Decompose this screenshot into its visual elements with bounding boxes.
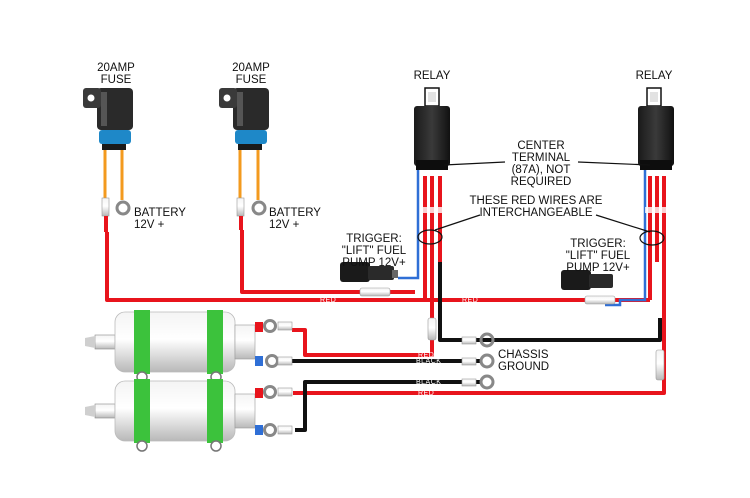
chassis-ground-label: CHASSIS GROUND [498,349,550,373]
trigger-connector-1 [340,262,398,282]
wire-relay1-to-pump1 [292,176,434,357]
relay-2-label: RELAY [635,70,673,82]
trigger-1-label: TRIGGER: "LIFT" FUEL PUMP 12V+ [341,233,407,269]
fuse-2-label: 20AMP FUSE [232,62,270,86]
trigger-wires [398,170,647,307]
fuse-terminals [101,197,267,232]
battery-2-label: BATTERY 12V + [269,207,321,231]
wire-relay1-ground [438,262,662,342]
wire-tag-black-pump-1: BLACK [416,358,442,365]
relay-1-label: RELAY [413,70,451,82]
wire-tag-black-pump-2: BLACK [416,379,442,386]
wire-tag-red-pump-1: RED [418,352,435,359]
interchangeable-label: THESE RED WIRES ARE INTERCHANGEABLE [469,195,603,219]
red-wires [105,176,666,395]
trigger-2-label: TRIGGER: "LIFT" FUEL PUMP 12V+ [565,238,631,274]
fuse-pigtails [103,148,260,200]
wire-pump2-ground [295,380,480,432]
callout-lines [417,161,665,246]
fuse-holder-1 [83,88,133,150]
trigger-connector-2 [561,270,613,290]
wire-fuse1-to-bus [105,232,425,302]
relay-wire-tags [421,207,669,213]
fuse-holder-2 [219,88,269,150]
fuel-pump-2 [85,379,263,452]
wire-relay2-to-pump2 [293,176,666,395]
fuel-pump-1 [85,310,263,383]
pump-ring-terminals [263,319,279,437]
ground-ring-terminals [461,332,495,390]
wire-fuse2-to-relay1 [240,230,415,294]
center-terminal-label: CENTER TERMINAL (87A), NOT REQUIRED [510,140,572,188]
battery-1-label: BATTERY 12V + [134,207,186,231]
pump-crimps [277,321,293,435]
wire-tag-red-pump-2: RED [418,390,435,397]
black-wires [290,262,662,432]
wire-tag-red-bus-1: RED [320,297,337,304]
fuse-1-label: 20AMP FUSE [97,62,135,86]
wire-tag-red-bus-2: RED [462,297,479,304]
relay-2 [638,87,674,170]
relay-1 [414,87,450,170]
bus-splices [359,287,665,381]
